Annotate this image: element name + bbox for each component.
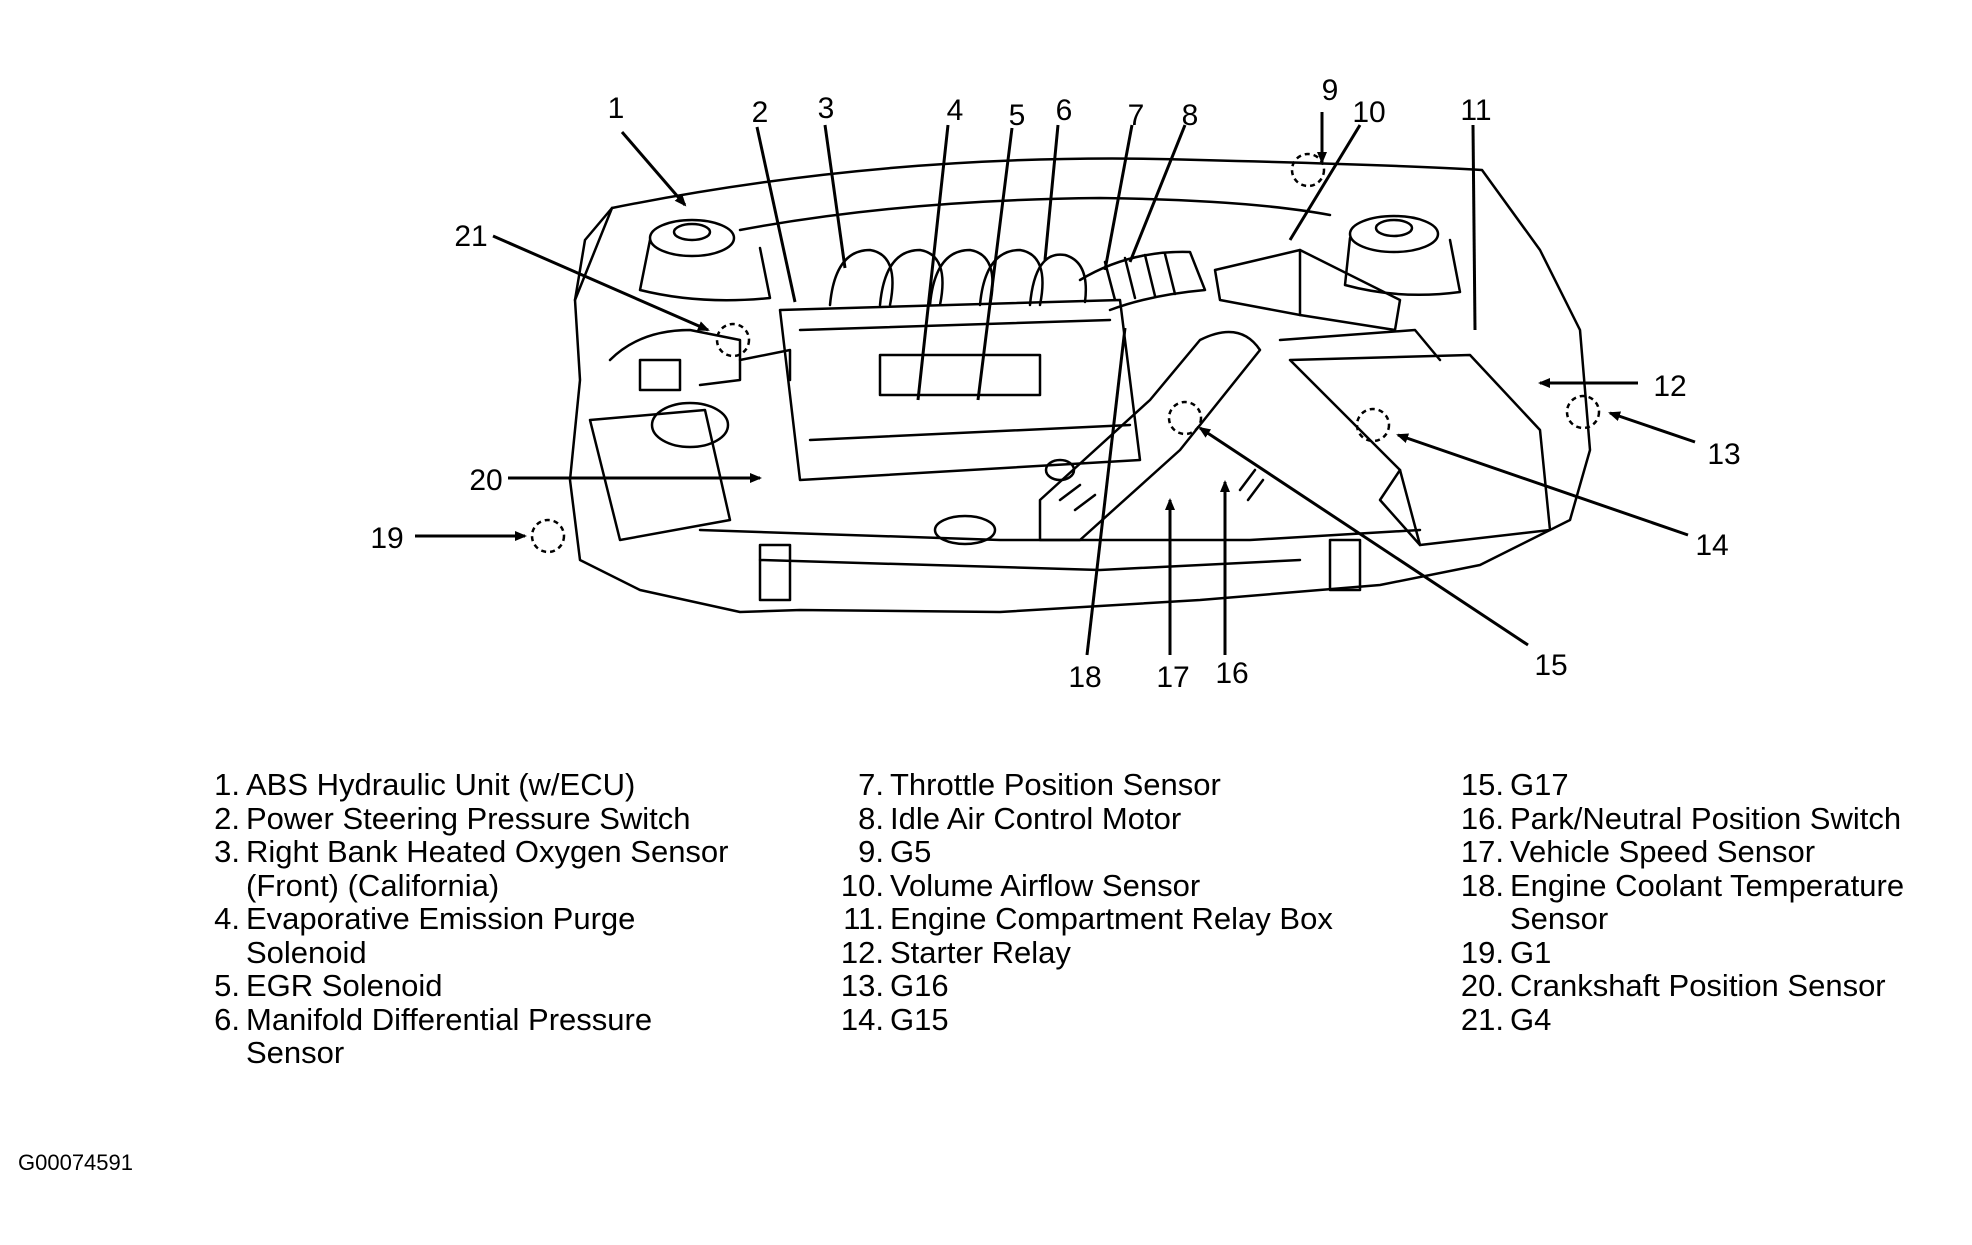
legend-item: 11.Engine Compartment Relay Box	[843, 901, 1333, 936]
legend-item-continuation: Solenoid	[246, 934, 367, 970]
callout-6: 6	[1056, 94, 1073, 127]
legend-item: 12.Starter Relay	[840, 934, 1071, 970]
legend-item: 4.Evaporative Emission Purge	[214, 901, 636, 936]
legend-item: 16.Park/Neutral Position Switch	[1460, 800, 1902, 836]
callout-3: 3	[818, 92, 835, 125]
callout-8: 8	[1182, 99, 1199, 132]
legend-item: 15.G17	[1460, 767, 1569, 802]
legend-item: 14.G15	[840, 1001, 949, 1037]
callout-9: 9	[1322, 74, 1339, 107]
ground-markers	[530, 152, 1601, 554]
legend-column-2: 7.Throttle Position Sensor 8.Idle Air Co…	[820, 768, 1333, 1036]
legend-item: 6.Manifold Differential Pressure	[214, 1001, 653, 1037]
legend-item: 5.EGR Solenoid	[214, 968, 443, 1003]
callout-17: 17	[1156, 661, 1189, 694]
legend-item-continuation: (Front) (California)	[246, 867, 500, 903]
legend-column-1: 1.ABS Hydraulic Unit (w/ECU) 2.Power Ste…	[190, 767, 729, 1070]
callout-14: 14	[1695, 529, 1728, 562]
legend-item-continuation: Sensor	[1510, 901, 1609, 936]
callout-13: 13	[1707, 438, 1740, 471]
callout-16: 16	[1215, 657, 1248, 690]
callout-labels: 1 2 3 4 5 6 7 8 9 10 11 12 13 14 15 16 1…	[370, 74, 1740, 694]
legend-item: 7.Throttle Position Sensor	[858, 767, 1221, 802]
legend-item: 19.G1	[1460, 934, 1552, 970]
ground-marker-g4	[715, 322, 751, 358]
callout-2: 2	[752, 96, 769, 129]
engine-compartment-drawing	[568, 157, 1592, 614]
callout-11: 11	[1460, 94, 1491, 127]
legend-item: 3.Right Bank Heated Oxygen Sensor	[214, 834, 729, 869]
legend-item: 17.Vehicle Speed Sensor	[1460, 834, 1816, 869]
callout-7: 7	[1128, 99, 1145, 132]
legend-column-3: 15.G17 16.Park/Neutral Position Switch 1…	[1440, 768, 1904, 1036]
legend-item: 10.Volume Airflow Sensor	[840, 867, 1201, 903]
callout-19: 19	[370, 522, 403, 555]
ground-marker-g1	[530, 518, 566, 554]
legend-item-continuation: Sensor	[246, 1035, 345, 1070]
callout-5: 5	[1009, 99, 1026, 132]
callout-12: 12	[1653, 370, 1686, 403]
legend-item: 18.Engine Coolant Temperature	[1460, 867, 1905, 903]
legend-item: 13.G16	[840, 968, 949, 1003]
legend-item: 8.Idle Air Control Motor	[858, 800, 1182, 836]
callout-20: 20	[469, 464, 502, 497]
callout-15: 15	[1534, 649, 1567, 682]
ground-marker-g16	[1565, 394, 1601, 430]
legend-item: 20.Crankshaft Position Sensor	[1460, 968, 1886, 1003]
figure-id: G00074591	[18, 1150, 133, 1175]
ground-marker-g15	[1355, 407, 1391, 443]
legend-item: 1.ABS Hydraulic Unit (w/ECU)	[214, 767, 636, 802]
ground-marker-g5	[1290, 152, 1326, 188]
callout-4: 4	[947, 94, 964, 127]
legend-item: 2.Power Steering Pressure Switch	[214, 800, 691, 836]
callout-10: 10	[1352, 96, 1385, 129]
callout-18: 18	[1068, 661, 1101, 694]
ground-marker-g17	[1167, 400, 1203, 436]
callout-21: 21	[454, 220, 487, 253]
legend-item: 21.G4	[1460, 1001, 1552, 1037]
engine-compartment-diagram: 1 2 3 4 5 6 7 8 9 10 11 12 13 14 15 16 1…	[370, 74, 1740, 694]
leader-lines	[415, 112, 1696, 656]
legend-item: 9.G5	[858, 834, 932, 869]
callout-1: 1	[608, 92, 625, 125]
